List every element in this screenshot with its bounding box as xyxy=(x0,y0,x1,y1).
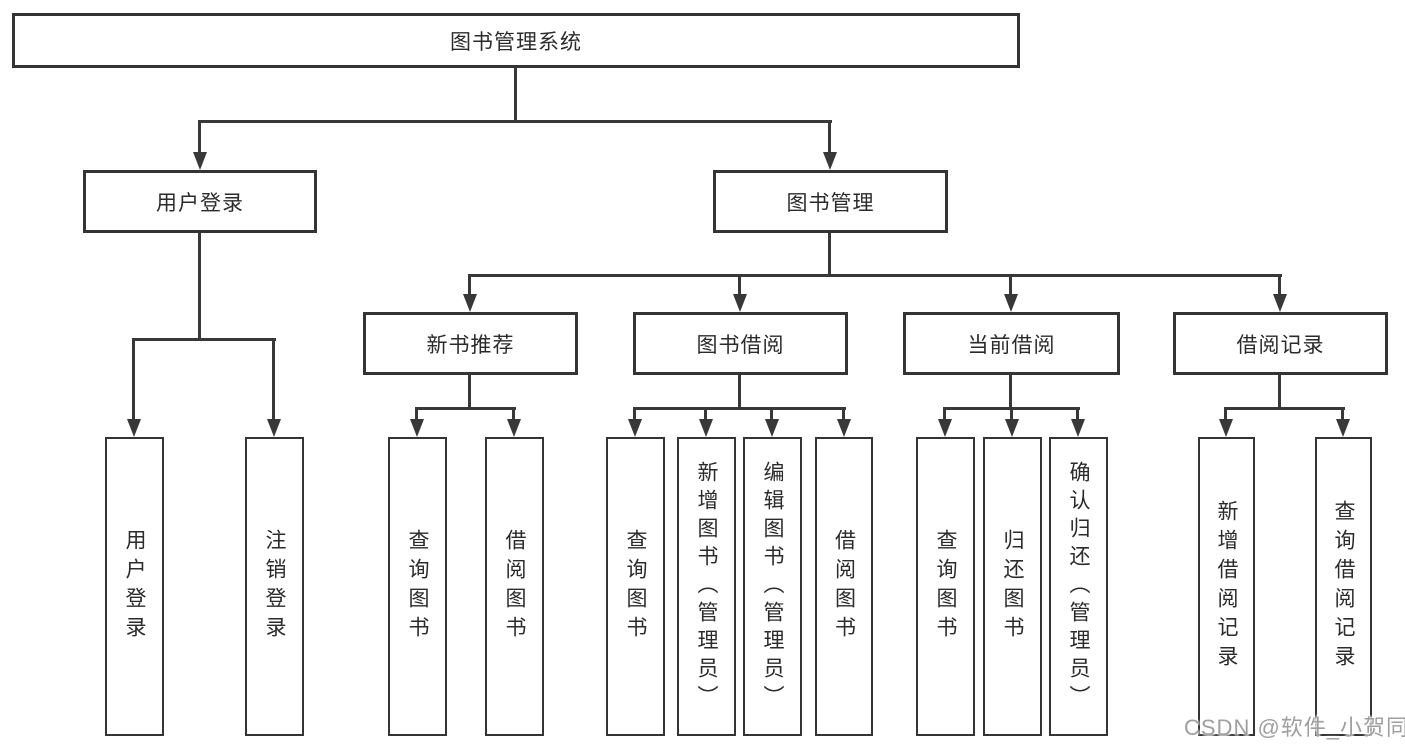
arrow-down-icon xyxy=(193,152,207,170)
connector-line xyxy=(468,375,471,410)
connector-line xyxy=(198,233,201,338)
arrow-down-icon xyxy=(410,419,424,437)
connector-line xyxy=(132,338,135,422)
arrow-down-icon xyxy=(1071,419,1085,437)
connector-line xyxy=(198,120,832,123)
leaf-confirm-return-admin: 确认归还（管理员） xyxy=(1049,437,1108,736)
arrow-down-icon xyxy=(837,419,851,437)
arrow-down-icon xyxy=(267,419,281,437)
watermark: CSDN @软件_小贺同学 xyxy=(1184,715,1405,740)
leaf-label: 新增借阅记录 xyxy=(1215,499,1238,674)
leaf-borrow-books-recommend: 借阅图书 xyxy=(485,437,544,736)
connector-line xyxy=(198,120,201,156)
node-user-login: 用户登录 xyxy=(83,170,317,233)
leaf-label: 查询图书 xyxy=(934,528,957,645)
connector-line xyxy=(468,274,1282,277)
leaf-label: 确认归还（管理员） xyxy=(1067,460,1090,713)
node-book-borrowing: 图书借阅 xyxy=(633,312,848,375)
leaf-query-books-recommend: 查询图书 xyxy=(388,437,447,736)
node-borrow-records: 借阅记录 xyxy=(1173,312,1388,375)
connector-line xyxy=(828,120,831,156)
node-library-management-system: 图书管理系统 xyxy=(12,13,1020,68)
arrow-down-icon xyxy=(127,419,141,437)
connector-line xyxy=(1278,274,1281,298)
arrow-down-icon xyxy=(628,419,642,437)
connector-line xyxy=(828,233,831,277)
connector-line xyxy=(842,407,845,421)
leaf-borrow-book: 借阅图书 xyxy=(815,437,873,736)
leaf-add-borrow-record: 新增借阅记录 xyxy=(1198,437,1255,736)
arrow-down-icon xyxy=(1336,419,1350,437)
connector-line xyxy=(1009,375,1012,410)
connector-line xyxy=(633,407,846,410)
connector-line xyxy=(1341,407,1344,421)
connector-line xyxy=(704,407,707,421)
node-label: 借阅记录 xyxy=(1236,333,1325,357)
connector-line xyxy=(633,407,636,421)
connector-line xyxy=(738,375,741,410)
leaf-label: 查询借阅记录 xyxy=(1332,499,1355,674)
leaf-label: 编辑图书（管理员） xyxy=(761,460,784,713)
arrow-down-icon xyxy=(507,419,521,437)
leaf-label: 归还图书 xyxy=(1001,528,1024,645)
node-book-management: 图书管理 xyxy=(713,170,948,233)
leaf-label: 新增图书（管理员） xyxy=(695,460,718,713)
connector-line xyxy=(415,407,516,410)
leaf-user-login: 用户登录 xyxy=(105,437,164,736)
connector-line xyxy=(1224,407,1227,421)
connector-line xyxy=(514,68,517,120)
arrow-down-icon xyxy=(699,419,713,437)
node-current-borrowing: 当前借阅 xyxy=(903,312,1120,375)
arrow-down-icon xyxy=(1219,419,1233,437)
leaf-label: 查询图书 xyxy=(406,528,429,645)
leaf-return-book: 归还图书 xyxy=(983,437,1042,736)
connector-line xyxy=(1076,407,1079,421)
connector-line xyxy=(738,274,741,298)
connector-line xyxy=(1009,274,1012,298)
arrow-down-icon xyxy=(1273,294,1287,312)
arrow-down-icon xyxy=(463,294,477,312)
leaf-label: 注销登录 xyxy=(263,528,286,645)
arrow-down-icon xyxy=(938,419,952,437)
connector-line xyxy=(512,407,515,421)
connector-line xyxy=(770,407,773,421)
leaf-query-books-borrowing: 查询图书 xyxy=(606,437,665,736)
connector-line xyxy=(272,338,275,422)
arrow-down-icon xyxy=(1005,419,1019,437)
leaf-label: 用户登录 xyxy=(123,528,146,645)
node-label: 新书推荐 xyxy=(426,333,515,357)
arrow-down-icon xyxy=(733,294,747,312)
node-label: 图书借阅 xyxy=(696,333,785,357)
connector-line xyxy=(132,338,276,341)
arrow-down-icon xyxy=(1004,294,1018,312)
arrow-down-icon xyxy=(823,152,837,170)
node-label: 图书管理系统 xyxy=(450,30,582,54)
leaf-label: 查询图书 xyxy=(624,528,647,645)
leaf-query-books-current: 查询图书 xyxy=(916,437,975,736)
leaf-label: 借阅图书 xyxy=(832,528,856,645)
leaf-query-borrow-record: 查询借阅记录 xyxy=(1315,437,1372,736)
connector-line xyxy=(1224,407,1345,410)
node-label: 图书管理 xyxy=(786,191,875,215)
connector-line xyxy=(1010,407,1013,421)
connector-line xyxy=(1278,375,1281,410)
node-label: 用户登录 xyxy=(156,191,244,215)
leaf-edit-book-admin: 编辑图书（管理员） xyxy=(743,437,802,736)
arrow-down-icon xyxy=(765,419,779,437)
node-label: 当前借阅 xyxy=(967,333,1056,357)
leaf-add-book-admin: 新增图书（管理员） xyxy=(677,437,736,736)
node-new-book-recommend: 新书推荐 xyxy=(363,312,578,375)
connector-line xyxy=(415,407,418,421)
connector-line xyxy=(468,274,471,298)
leaf-label: 借阅图书 xyxy=(503,528,526,645)
connector-line xyxy=(943,407,946,421)
leaf-logout: 注销登录 xyxy=(245,437,304,736)
